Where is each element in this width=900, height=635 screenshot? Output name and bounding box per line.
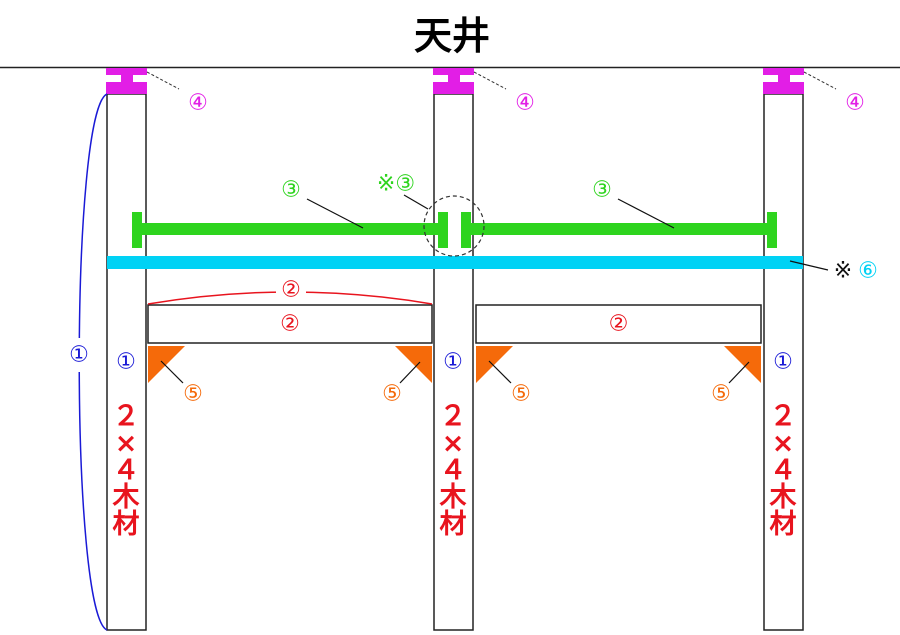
post-material-char: 木 [769, 482, 797, 513]
post-material-char: 材 [113, 509, 140, 540]
post-material-char: ２ [113, 401, 140, 432]
post-3 [763, 93, 804, 631]
post-material-char: ４ [440, 455, 467, 486]
post-material-char: ２ [440, 401, 467, 432]
corner-label: ⑤ [511, 382, 531, 407]
joint-note-label: ※③ [377, 172, 415, 197]
brace-end-cap [132, 212, 142, 248]
brace-leader [617, 198, 675, 229]
rail-label: ⑥ [858, 259, 878, 284]
corner-bracket [148, 346, 185, 383]
brace-end-cap [461, 212, 471, 248]
beam-2 [475, 304, 762, 344]
corner-bracket [724, 346, 761, 383]
brace-bar-2 [461, 223, 777, 235]
post-material-char: ４ [770, 455, 797, 486]
post-material-char: × [772, 428, 795, 459]
post-material-char: × [115, 428, 138, 459]
ceiling-block-label: ④ [515, 91, 535, 116]
beam-span-label: ② [281, 278, 301, 303]
post-1 [106, 93, 147, 631]
ceiling-block-stem [121, 74, 133, 83]
brace-bar-1 [132, 223, 448, 235]
corner-label: ⑤ [183, 382, 203, 407]
beam-span-label-bg [276, 278, 306, 302]
corner-leader [488, 360, 512, 384]
beam-label: ② [609, 312, 629, 337]
post-label: ① [116, 350, 136, 375]
post-material-char: ２ [770, 401, 797, 432]
ceiling-block-bottom [433, 82, 474, 94]
corner-leader [160, 360, 184, 384]
ceiling-block-label: ④ [188, 91, 208, 116]
corner-leader [728, 361, 750, 384]
corner-bracket [476, 346, 513, 383]
brace-end-cap [767, 212, 777, 248]
brace-end-cap [438, 212, 448, 248]
ceiling-block-leader [146, 71, 180, 90]
ceiling-block-label: ④ [845, 91, 865, 116]
post-material-char: 木 [439, 482, 467, 513]
ceiling-block-bottom [763, 82, 804, 94]
brace-leader [306, 198, 364, 229]
ceiling-block-stem [448, 74, 460, 83]
brace-label: ③ [281, 178, 301, 203]
ceiling-block-top [433, 68, 474, 75]
post-label: ① [773, 350, 793, 375]
beam-1 [147, 304, 433, 344]
ceiling-block-top [106, 68, 147, 75]
post-material-char: 木 [112, 482, 140, 513]
ceiling-block-leader [803, 71, 837, 90]
ceiling-block-bottom [106, 82, 147, 94]
post-material-char: ４ [113, 455, 140, 486]
ceiling-block-leader [473, 71, 507, 90]
post-material-char: 材 [440, 509, 467, 540]
corner-bracket [395, 346, 432, 383]
post-material-char: 材 [770, 509, 797, 540]
post-label: ① [443, 350, 463, 375]
post-material-char: × [442, 428, 465, 459]
joint-detail-circle [423, 195, 485, 257]
brace-label: ③ [592, 178, 612, 203]
post-length-label-bg [64, 338, 94, 372]
corner-label: ⑤ [382, 382, 402, 407]
rail-note-mark: ※ [834, 259, 852, 284]
joint-leader [403, 194, 429, 210]
ceiling-block-stem [778, 74, 790, 83]
ceiling-block-top [763, 68, 804, 75]
post-2 [433, 93, 474, 631]
corner-leader [399, 361, 421, 384]
corner-label: ⑤ [711, 382, 731, 407]
post-length-label: ① [69, 343, 89, 368]
rail-leader [789, 260, 829, 271]
horizontal-rail [107, 256, 803, 269]
beam-label: ② [280, 312, 300, 337]
ceiling-title: 天井 [414, 14, 490, 58]
